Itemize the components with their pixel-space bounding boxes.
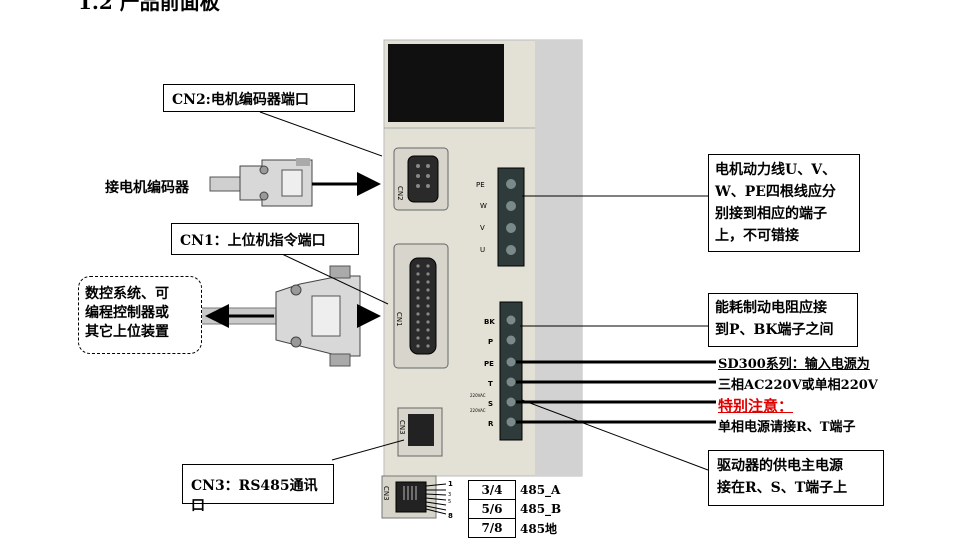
cn3-panel-label: CN3 (398, 420, 406, 435)
cn1-leader (281, 253, 389, 305)
pin-number: 3/4 (468, 480, 516, 500)
rs485-pin-table: 3/4 485_A 5/6 485_B 7/8 485地 (468, 480, 581, 538)
cn1-pin (426, 336, 430, 340)
cn2-leader (259, 111, 383, 157)
pin-signal: 485_B (520, 502, 562, 516)
rj45-pin3: 3 (448, 492, 451, 498)
motor-line-4: 上，不可错接 (715, 228, 799, 244)
power-wires (516, 360, 716, 424)
ac220-label-2: 220VAC (470, 408, 486, 413)
cn3-callout: CN3：RS485通讯口 (182, 464, 334, 514)
ac220-label-1: 220VAC (470, 393, 486, 398)
cn1-pin (426, 344, 430, 348)
t-terminal-label: T (488, 380, 493, 388)
brake-callout: 能耗制动电阻应接 到P、BK端子之间 (708, 293, 858, 347)
power-line-1: SD300系列：输入电源为 (718, 357, 870, 372)
cn3-socket (408, 414, 434, 446)
cn1-pin (416, 296, 420, 300)
encoder-cable (209, 176, 241, 192)
power-notice: 特别注意： (718, 397, 794, 415)
controller-line-3: 其它上位装置 (85, 324, 169, 340)
cn1-pin (426, 304, 430, 308)
rj45-label: CN3 (382, 486, 390, 501)
motor-callout: 电机动力线U、V、 W、PE四根线应分 别接到相应的端子 上，不可错接 (708, 154, 860, 252)
rj45-pin8: 8 (448, 512, 453, 520)
pin-signal: 485_A (520, 483, 561, 497)
cn1-pin (416, 344, 420, 348)
cn1-pin (416, 288, 420, 292)
cn2-panel-label: CN2 (396, 186, 404, 201)
controller-callout: 数控系统、可 编程控制器或 其它上位装置 (78, 276, 202, 354)
cn1-pin (416, 336, 420, 340)
cn2-title: CN2:电机编码器端口 (172, 92, 309, 108)
bk-terminal-label: BK (484, 318, 495, 326)
cn1-pin (426, 264, 430, 268)
cn1-pin (426, 296, 430, 300)
supply-leader (521, 399, 709, 471)
p-terminal-label: P (488, 338, 493, 346)
rj45-pin1: 1 (448, 480, 453, 488)
cn3-leader (331, 439, 405, 461)
controller-line-2: 编程控制器或 (85, 305, 169, 321)
s-terminal-label: S (488, 400, 493, 408)
brake-line-2: 到P、BK端子之间 (715, 322, 834, 338)
brake-line-1: 能耗制动电阻应接 (715, 300, 827, 316)
pe-power-terminal-label: PE (484, 360, 494, 368)
r-terminal-label: R (488, 420, 494, 428)
power-single: 单相电源请接R、T端子 (718, 420, 856, 435)
motor-line-1: 电机动力线U、V、 (715, 162, 837, 178)
cn1-pin (426, 272, 430, 276)
cn1-pin (426, 328, 430, 332)
u-terminal-label: U (480, 246, 485, 254)
cn1-pin (416, 304, 420, 308)
power-terminal-block (499, 301, 523, 441)
rj45-pin5: 5 (448, 499, 451, 505)
cn1-pin (416, 328, 420, 332)
table-row: 7/8 485地 (468, 518, 581, 538)
pin-number: 7/8 (468, 518, 516, 538)
cn1-title: CN1：上位机指令端口 (180, 233, 326, 249)
cn1-callout: CN1：上位机指令端口 (171, 223, 359, 255)
supply-line-2: 接在R、S、T端子上 (717, 480, 848, 496)
cn1-pin (426, 320, 430, 324)
pin-signal: 485地 (520, 521, 558, 536)
power-line-2: 三相AC220V或单相220V (718, 378, 878, 393)
cn1-pin (426, 280, 430, 284)
power-note: SD300系列：输入电源为 三相AC220V或单相220V 特别注意： 单相电源… (718, 354, 878, 438)
table-row: 3/4 485_A (468, 480, 581, 500)
motor-line-2: W、PE四根线应分 (715, 184, 836, 200)
cn1-pin (426, 288, 430, 292)
supply-callout: 驱动器的供电主电源 接在R、S、T端子上 (708, 450, 884, 506)
cn1-socket (409, 257, 437, 355)
table-row: 5/6 485_B (468, 499, 581, 519)
cn2-socket (407, 155, 439, 203)
pe-terminal-label: PE (476, 181, 485, 189)
cn1-pin (416, 280, 420, 284)
cn1-pin (416, 312, 420, 316)
encoder-connect-label: 接电机编码器 (105, 180, 189, 196)
controller-line-1: 数控系统、可 (85, 286, 169, 302)
supply-line-1: 驱动器的供电主电源 (717, 458, 843, 474)
cn1-pin (426, 312, 430, 316)
cn3-title: CN3：RS485通讯口 (191, 478, 318, 514)
cn1-pin (416, 264, 420, 268)
w-terminal-label: W (480, 202, 487, 210)
heatsink (535, 40, 582, 476)
motor-line-3: 别接到相应的端子 (715, 206, 827, 222)
cn1-pin (416, 272, 420, 276)
page-heading: 1.2 产品前面板 (78, 0, 220, 14)
cn1-panel-label: CN1 (395, 312, 403, 327)
v-terminal-label: V (480, 224, 485, 232)
cn2-callout: CN2:电机编码器端口 (163, 84, 355, 112)
top-display-window (388, 44, 504, 122)
cn1-pin (416, 320, 420, 324)
pin-number: 5/6 (468, 499, 516, 519)
